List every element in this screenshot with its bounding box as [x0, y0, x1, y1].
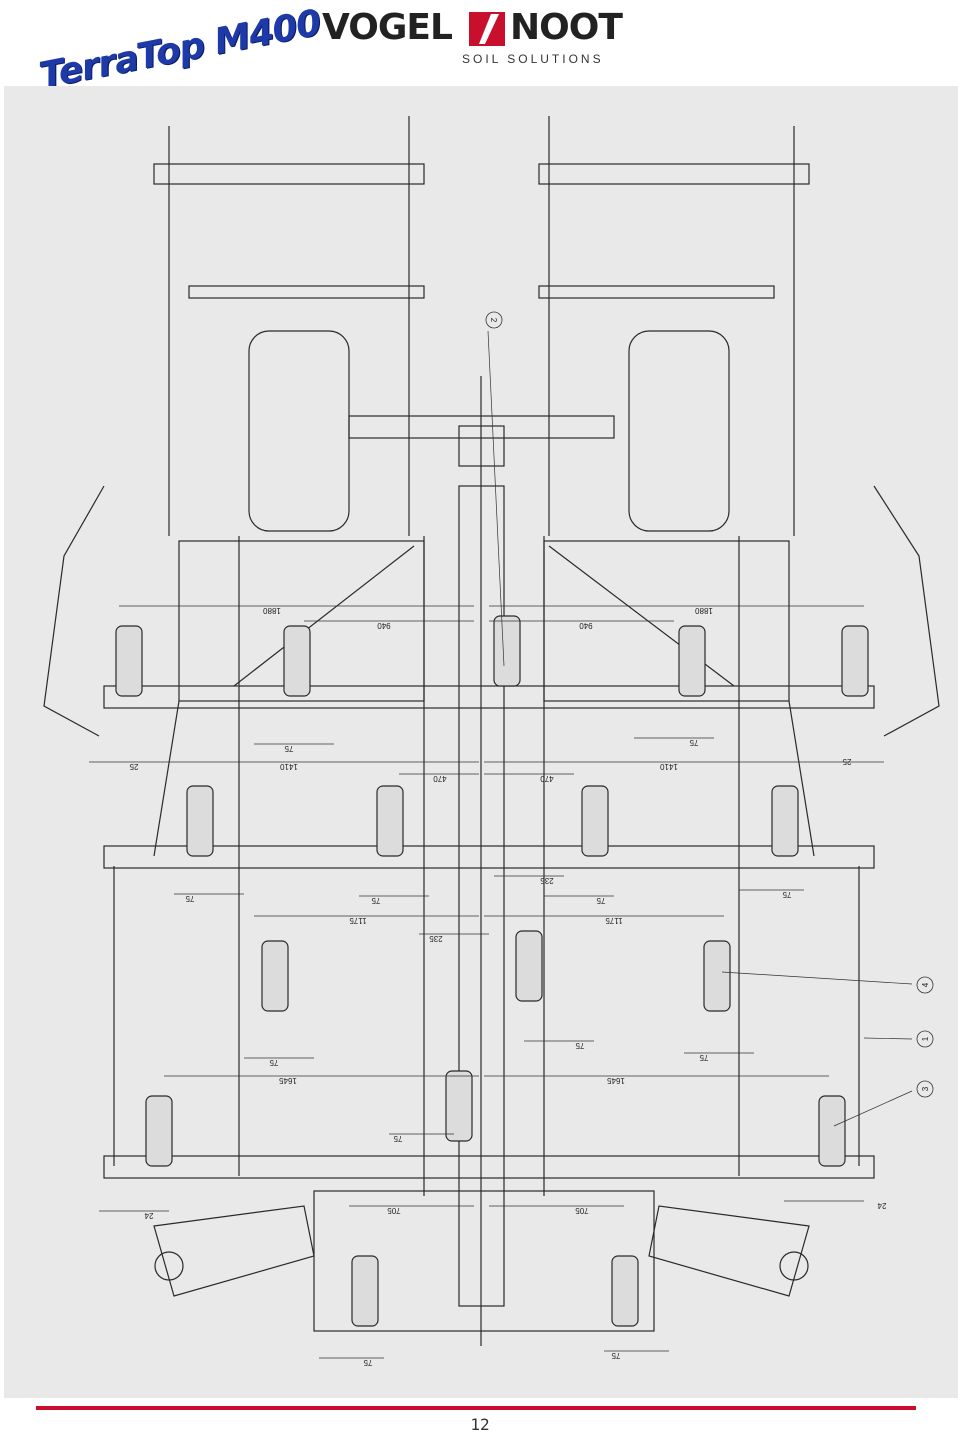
callout-3-label: 3 — [921, 1086, 930, 1091]
dim-1645-right: 1645 — [607, 1076, 625, 1085]
dim-75-l: 75 — [611, 1351, 620, 1360]
footer-divider — [36, 1406, 916, 1410]
logo-brand-right: NOOT — [510, 7, 623, 48]
dim-75-i: 75 — [699, 1053, 708, 1062]
logo-mark-icon — [469, 12, 505, 46]
dim-235-a: 235 — [540, 876, 554, 885]
callout-3: 3 — [916, 1080, 934, 1098]
product-title: TerraTop M400 — [36, 2, 324, 98]
callout-4: 4 — [916, 976, 934, 994]
dim-1175-right: 1175 — [605, 916, 623, 925]
machine-top-view: 1880 1880 940 940 75 75 1410 1410 25 25 … — [43, 116, 940, 1367]
dim-75-d: 75 — [371, 896, 380, 905]
dim-75-j: 75 — [393, 1134, 402, 1143]
callout-4-label: 4 — [921, 982, 930, 987]
dim-1410-left: 1410 — [280, 762, 298, 771]
dim-25-left: 25 — [129, 762, 138, 771]
dimension-labels: 1880 1880 940 940 75 75 1410 1410 25 25 … — [129, 606, 886, 1367]
logo-tagline: SOIL SOLUTIONS — [462, 52, 604, 66]
dim-75-k: 75 — [363, 1358, 372, 1367]
dim-75-h: 75 — [575, 1041, 584, 1050]
callout-1: 1 — [916, 1030, 934, 1048]
dim-75-a: 75 — [284, 744, 293, 753]
dim-940-right: 940 — [579, 621, 593, 630]
dim-75-c: 75 — [185, 894, 194, 903]
dim-1645-left: 1645 — [279, 1076, 297, 1085]
dim-940-left: 940 — [377, 621, 391, 630]
dim-1880-left: 1880 — [263, 606, 281, 615]
dim-25-right: 25 — [842, 757, 851, 766]
dim-24-right: 24 — [877, 1201, 886, 1210]
dim-705-right: 705 — [575, 1206, 589, 1215]
dim-470-left: 470 — [433, 774, 447, 783]
callout-1-label: 1 — [921, 1036, 930, 1041]
dim-1410-right: 1410 — [660, 762, 678, 771]
dim-75-e: 75 — [596, 896, 605, 905]
page-number: 12 — [470, 1415, 490, 1434]
logo-brand-left: VOGEL — [322, 7, 453, 48]
dim-24-left: 24 — [144, 1211, 153, 1220]
dim-235-b: 235 — [429, 934, 443, 943]
dim-470-right: 470 — [540, 774, 554, 783]
callout-2-label: 2 — [489, 318, 498, 323]
callout-markers: 2 4 1 3 — [485, 311, 934, 1098]
dim-705-left: 705 — [387, 1206, 401, 1215]
dim-75-g: 75 — [269, 1058, 278, 1067]
technical-drawing: 1880 1880 940 940 75 75 1410 1410 25 25 … — [4, 86, 958, 1398]
dim-1175-left: 1175 — [349, 916, 367, 925]
dim-75-b: 75 — [689, 738, 698, 747]
dim-1880-right: 1880 — [695, 606, 713, 615]
vogel-noot-logo: VOGEL NOOT SOIL SOLUTIONS — [322, 7, 632, 67]
callout-2: 2 — [485, 311, 503, 329]
page-header: VOGEL NOOT SOIL SOLUTIONS TerraTop M400 — [0, 0, 960, 97]
dim-75-f: 75 — [782, 890, 791, 899]
